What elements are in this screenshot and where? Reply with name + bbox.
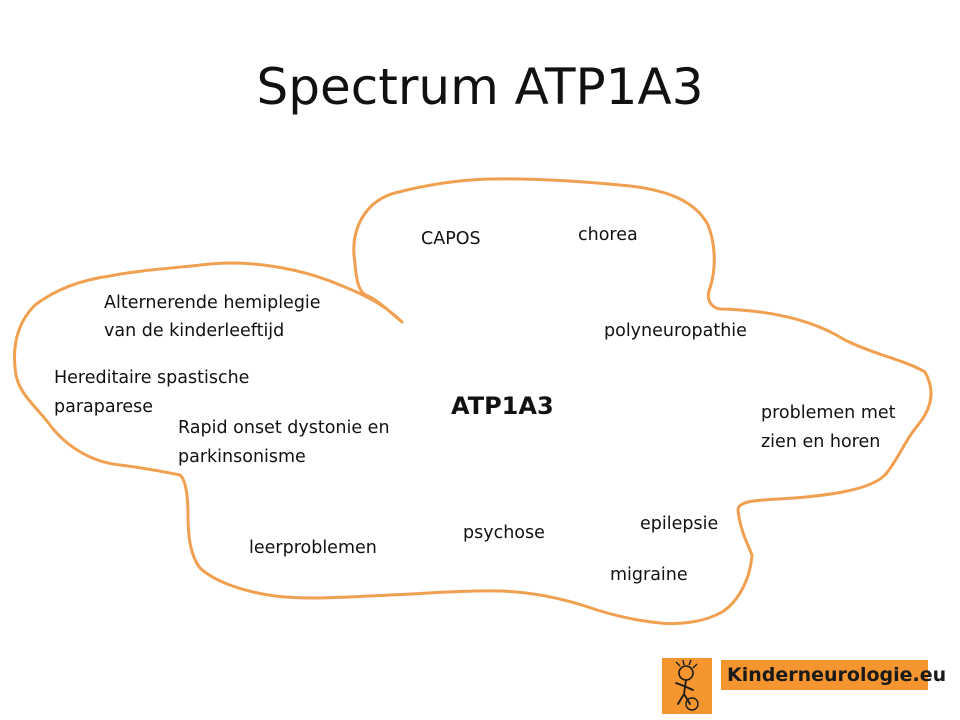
slide-title: Spectrum ATP1A3 [256,58,704,116]
term-polyneuropathie: polyneuropathie [604,321,747,341]
child-figure-icon [662,658,712,714]
term-paraparese-line2: paraparese [54,397,154,417]
term-epilepsie: epilepsie [640,514,719,534]
term-zien-line2: zien en horen [761,432,881,452]
term-psychose: psychose [463,523,545,543]
term-migraine: migraine [610,565,688,585]
term-hemiplegie-line2: van de kinderleeftijd [104,321,285,341]
term-hemiplegie-line1: Alternerende hemiplegie [104,293,321,313]
term-dystonie-line2: parkinsonisme [178,447,306,467]
term-chorea: chorea [578,225,638,245]
term-zien-line1: problemen met [761,403,896,423]
term-paraparese-line1: Hereditaire spastische [54,368,250,388]
term-dystonie-line1: Rapid onset dystonie en [178,418,390,438]
logo-text: Kinderneurologie.eu [727,664,947,686]
center-label: ATP1A3 [451,392,554,420]
logo-banner [721,660,928,690]
term-capos: CAPOS [421,229,481,249]
term-leerproblemen: leerproblemen [249,538,377,558]
